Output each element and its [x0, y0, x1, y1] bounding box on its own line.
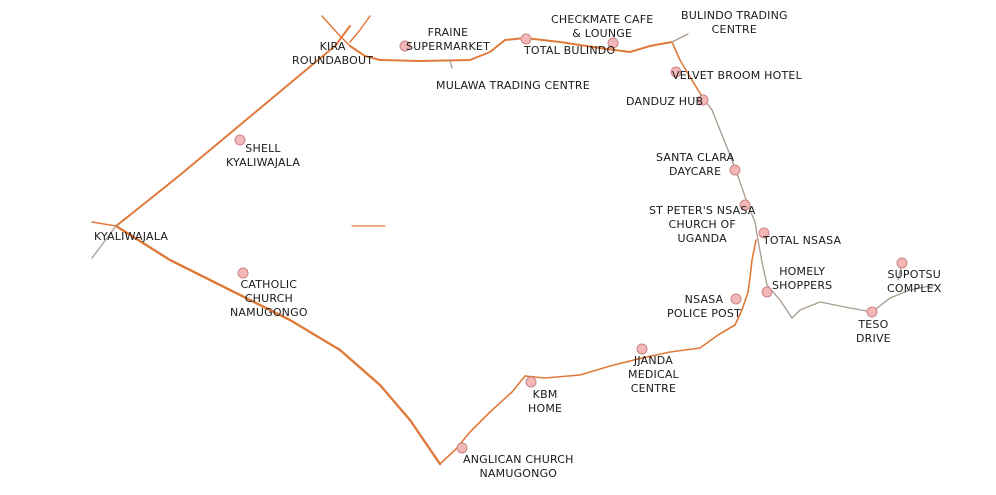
label-danduz-hub: DANDUZ HUB	[626, 95, 704, 108]
label-velvet-broom-hotel: VELVET BROOM HOTEL	[672, 69, 802, 82]
road-jjanda-to-kbm	[524, 324, 736, 379]
road-kyaliwajala-west	[91, 221, 117, 227]
label-total-nsasa: TOTAL NSASA	[763, 234, 842, 247]
road-mulawa-spur	[449, 59, 453, 69]
circle-marker-icon[interactable]	[234, 134, 246, 146]
label-kbm-home: KBM HOME	[528, 388, 563, 415]
road-kira-to-total-bulindo	[349, 37, 673, 62]
label-st-peters-nsasa: ST PETER'S NSASA CHURCH OF UGANDA	[649, 204, 756, 245]
road-kyaliwajala-to-anglican	[114, 224, 442, 466]
road-homely-to-teso	[766, 284, 873, 319]
label-kira-roundabout: KIRA ROUNDABOUT	[292, 40, 374, 67]
circle-marker-icon[interactable]	[456, 442, 468, 454]
circle-marker-icon[interactable]	[729, 164, 741, 176]
circle-marker-icon[interactable]	[761, 286, 773, 298]
circle-marker-icon[interactable]	[607, 37, 619, 49]
circle-marker-icon[interactable]	[237, 267, 249, 279]
road-kira-to-kyaliwajala	[115, 25, 351, 227]
label-mulawa-trading-centre: MULAWA TRADING CENTRE	[436, 79, 590, 92]
label-nsasa-police-post: NSASA POLICE POST	[667, 293, 741, 320]
circle-marker-icon[interactable]	[730, 293, 742, 305]
road-teso-to-supotsu	[871, 284, 936, 313]
circle-marker-icon[interactable]	[739, 199, 751, 211]
circle-marker-icon[interactable]	[697, 94, 709, 106]
label-kyaliwajala: KYALIWAJALA	[94, 230, 169, 243]
road-kira-minor	[91, 225, 117, 259]
label-supotsu-complex: SUPOTSU COMPLEX	[887, 268, 942, 295]
label-bulindo-trading-centre: BULINDO TRADING CENTRE	[681, 9, 788, 36]
circle-marker-icon[interactable]	[399, 40, 411, 52]
circle-marker-icon[interactable]	[896, 257, 908, 269]
label-anglican-church-namugongo: ANGLICAN CHURCH NAMUGONGO	[463, 453, 574, 480]
label-total-bulindo: TOTAL BULINDO	[524, 44, 616, 57]
circle-marker-icon[interactable]	[520, 33, 532, 45]
road-nsasa-to-homely	[757, 239, 768, 286]
label-teso-drive: TESO DRIVE	[856, 318, 891, 345]
label-catholic-church-namugongo: CATHOLIC CHURCH NAMUGONGO	[230, 278, 308, 319]
circle-marker-icon[interactable]	[525, 376, 537, 388]
road-kbm-to-anglican	[439, 375, 526, 465]
circle-marker-icon[interactable]	[636, 343, 648, 355]
label-homely-shoppers: HOMELY SHOPPERS	[772, 265, 833, 292]
circle-marker-icon[interactable]	[670, 66, 682, 78]
road-kira-north-west	[321, 15, 351, 47]
label-fraine-supermarket: FRAINE SUPERMARKET	[406, 26, 491, 53]
label-shell-kyaliwajala: SHELL KYALIWAJALA	[226, 142, 301, 169]
road-bulindo-east	[671, 33, 689, 43]
circle-marker-icon[interactable]	[866, 306, 878, 318]
circle-marker-icon[interactable]	[758, 227, 770, 239]
label-santa-clara-daycare: SANTA CLARA DAYCARE	[656, 151, 735, 178]
road-bulindo-to-danduz	[671, 41, 704, 99]
label-checkmate-cafe: CHECKMATE CAFE & LOUNGE	[551, 13, 654, 40]
road-kira-north-east	[349, 15, 371, 43]
label-jjanda-medical-centre: JJANDA MEDICAL CENTRE	[628, 354, 679, 395]
road-nsasa-to-police	[734, 239, 757, 326]
